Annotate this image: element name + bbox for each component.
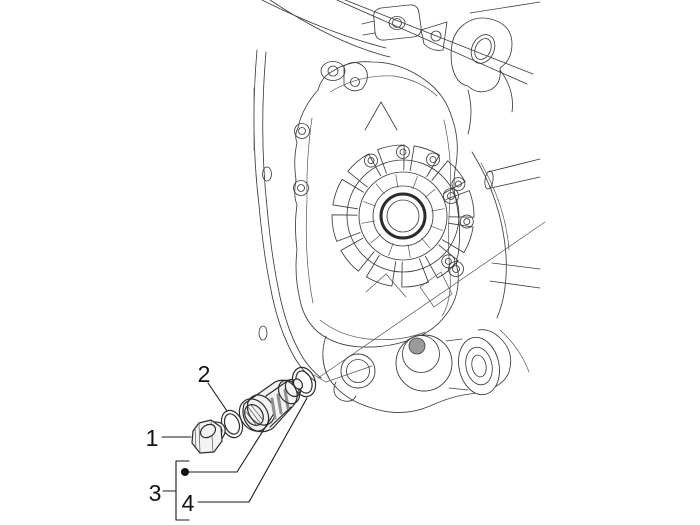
hex-plug — [191, 419, 226, 454]
oil-strainer — [238, 378, 304, 433]
right-case-background — [471, 151, 541, 373]
callout-label-3: 3 — [149, 480, 162, 506]
hub-ribs-and-bolts — [331, 144, 475, 288]
exploded-parts — [191, 365, 373, 454]
callout-4-leader — [197, 397, 308, 503]
upper-right-arm — [450, 17, 513, 135]
perimeter-bolt-holes — [293, 61, 464, 277]
callout-label-4: 4 — [182, 490, 195, 516]
cover-left-edge — [253, 49, 322, 383]
callout-label-2: 2 — [198, 361, 211, 387]
group-bullet-marker — [181, 468, 189, 476]
group-3-bracket — [162, 460, 190, 521]
frame-tubes-background — [261, 0, 546, 379]
callout-2-leader — [207, 382, 228, 412]
callout-label-1: 1 — [146, 425, 159, 451]
bottom-bosses — [322, 329, 512, 413]
gasket-outline — [294, 61, 461, 348]
engine-mount-bushing — [361, 4, 448, 51]
callouts: 1 2 3 4 — [146, 361, 308, 521]
assembly-axis-leader — [313, 365, 373, 383]
group-bullet-leader — [188, 414, 274, 473]
flywheel-hub — [346, 101, 460, 308]
